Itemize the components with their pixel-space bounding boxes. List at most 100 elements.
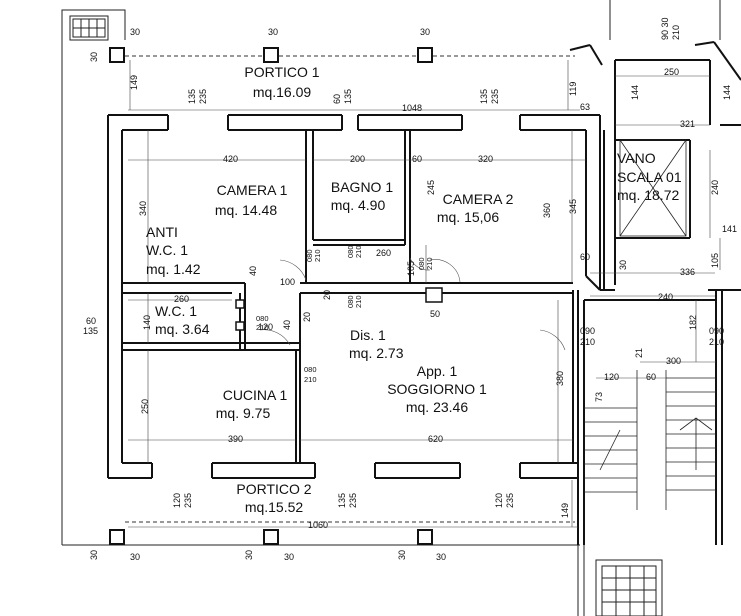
dim-label: 090 [709,326,724,336]
dim-label: 340 [138,201,148,216]
dim-label: 144 [630,85,640,100]
dim-label: 90 30 [660,17,670,40]
room-cucina-name: CUCINA 1 [223,387,288,403]
dim-label: 240 [710,180,720,195]
dim-label: 20 [302,312,312,322]
room-portico-1-area: mq.16.09 [253,84,312,100]
room-bagno-1: BAGNO 1 mq. 4.90 [331,179,394,213]
dim-label: 30 [130,27,140,37]
dim-label: 105 [406,261,416,276]
room-soggiorno-name: App. 1 [417,363,458,379]
room-camera-1-name: CAMERA 1 [217,182,288,198]
vent-grille-top [69,15,109,41]
room-portico-2-name: PORTICO 2 [236,481,311,497]
dim-label: 260 [376,248,391,258]
dim-label: 30 [420,27,430,37]
dim-label: 320 [478,154,493,164]
dim-label: 30 [130,552,140,562]
dim-label: 390 [228,434,243,444]
room-vano-area: mq. 18.72 [617,187,679,203]
room-camera-1: CAMERA 1 mq. 14.48 [215,182,288,218]
room-portico-1-name: PORTICO 1 [244,64,319,80]
dim-label: 60 [580,252,590,262]
dim-label: 21 [634,348,644,358]
dim-label: 135 [187,89,197,104]
dim-label: 135 [83,326,98,336]
stairwell-void [619,139,687,237]
door-markers [235,287,443,331]
room-soggiorno-area: mq. 23.46 [406,399,468,415]
dim-label: 210 [671,25,681,40]
dim-label: 300 [666,356,681,366]
dim-label: 260 [174,294,189,304]
dim-label: 30 [89,52,99,62]
portico-columns [109,47,433,545]
room-portico-1: PORTICO 1 mq.16.09 [244,64,319,100]
door-size-label: 210 [313,249,322,262]
vent-grille-bottom [595,559,663,616]
dim-label: 63 [580,102,590,112]
dim-label: 120 [604,372,619,382]
door-size-label: 080 [417,257,426,270]
room-anti-name: ANTI [146,224,178,240]
dim-label: 420 [223,154,238,164]
dim-label: 144 [722,85,732,100]
dim-label: 250 [664,67,679,77]
dim-label: 380 [555,371,565,386]
room-anti-area: mq. 1.42 [146,261,201,277]
dim-label: 141 [722,224,737,234]
dim-label: 210 [580,337,595,347]
door-size-label: 080 [305,249,314,262]
dim-label: 1060 [308,520,328,530]
dim-label: 30 [268,27,278,37]
dim-label: 245 [426,180,436,195]
dim-label: 30 [244,550,254,560]
dim-label: 30 [89,550,99,560]
room-camera-2-area: mq. 15,06 [437,209,499,225]
dim-label: 30 [284,552,294,562]
dim-label: 235 [505,493,515,508]
dim-label: 210 [709,337,724,347]
dim-label: 235 [348,493,358,508]
dim-label: 200 [350,154,365,164]
dim-label: 60 [332,94,342,104]
dim-label: 105 [710,253,720,268]
room-cucina-1: CUCINA 1 mq. 9.75 [216,387,288,421]
room-camera-2: CAMERA 2 mq. 15,06 [437,191,514,225]
dim-label: 360 [542,203,552,218]
room-anti-wc: ANTI W.C. 1 mq. 1.42 [146,224,201,277]
door-size-label: 210 [425,257,434,270]
room-bagno-1-area: mq. 4.90 [331,197,386,213]
dim-label: 182 [688,315,698,330]
room-dis-area: mq. 2.73 [349,345,404,361]
dim-label: 50 [430,309,440,319]
room-portico-2: PORTICO 2 mq.15.52 [236,481,311,515]
dim-label: 1048 [402,103,422,113]
dim-label: 235 [198,89,208,104]
room-soggiorno-name-2: SOGGIORNO 1 [387,381,487,397]
dim-label: 30 [436,552,446,562]
dim-label: 120 [494,493,504,508]
dim-label: 135 [479,89,489,104]
door-size-label: 210 [256,323,269,332]
room-vano-scala: VANO SCALA 01 mq. 18.72 [617,150,682,203]
room-wc-1: W.C. 1 mq. 3.64 [155,303,210,337]
room-camera-1-area: mq. 14.48 [215,202,277,218]
room-vano-name-2: SCALA 01 [617,169,682,185]
dim-label: 149 [560,503,570,518]
dim-label: 30 [618,260,628,270]
dim-label: 30 [397,550,407,560]
staircase [584,370,716,510]
dim-label: 140 [142,315,152,330]
room-wc-area: mq. 3.64 [155,321,210,337]
dim-label: 60 [412,154,422,164]
dim-label: 20 [322,290,332,300]
dim-label: 40 [248,266,258,276]
dim-label: 135 [343,89,353,104]
portico-dashed-lines [125,55,575,523]
dimension-lines [128,60,721,528]
door-swings [259,257,566,351]
walls [107,41,741,545]
dim-label: 620 [428,434,443,444]
